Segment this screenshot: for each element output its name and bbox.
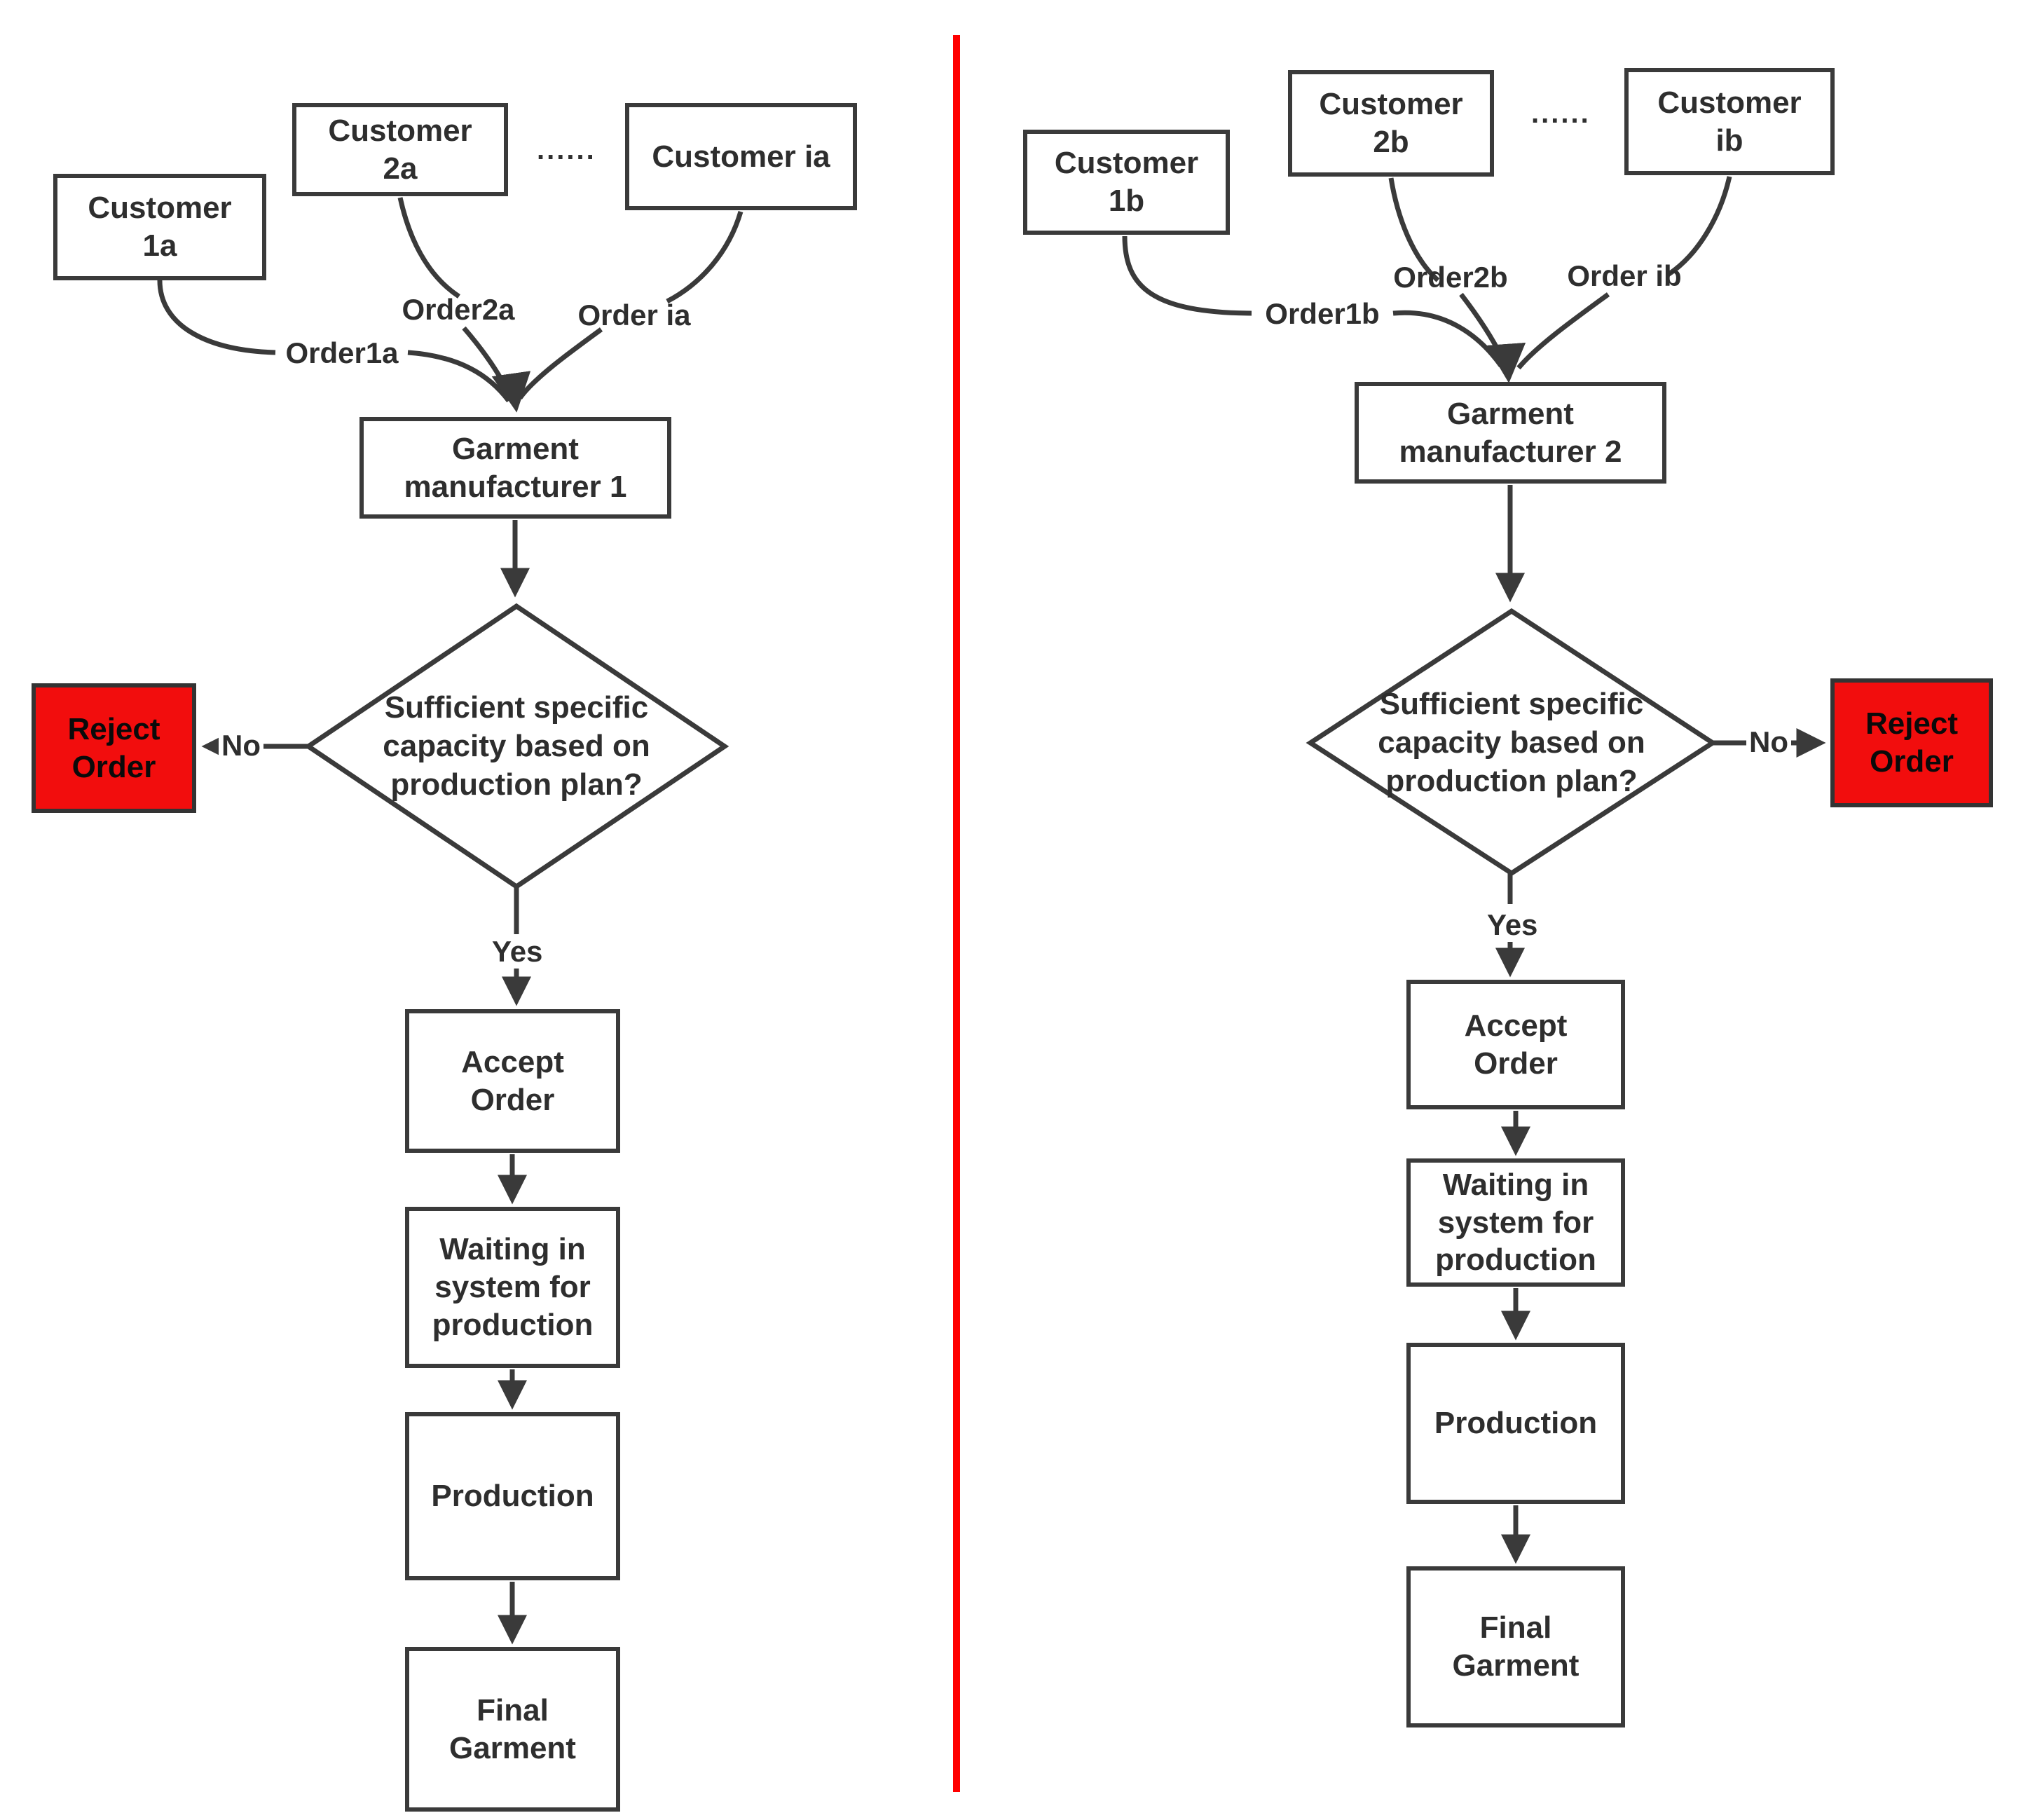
customer-ia-box: Customer ia — [625, 103, 857, 210]
order-1a-label: Order1a — [285, 336, 399, 369]
order-2b-label: Order2b — [1393, 261, 1508, 294]
manufacturer-2-box: Garment manufacturer 2 — [1355, 382, 1666, 484]
no-1-label: No — [219, 729, 263, 762]
production-2-box: Production — [1406, 1343, 1625, 1504]
manufacturer-1-box: Garment manufacturer 1 — [359, 417, 671, 519]
customer-ib-box: Customer ib — [1624, 68, 1835, 175]
curve-customeria-to-orderia — [666, 211, 744, 304]
curve-customer1b-to-order1b — [1122, 235, 1252, 316]
order-ib-label: Order ib — [1567, 259, 1682, 292]
waiting-1-box: Waiting in system for production — [405, 1207, 620, 1368]
customer-2b-box: Customer 2b — [1288, 70, 1494, 177]
waiting-2-box: Waiting in system for production — [1406, 1158, 1625, 1287]
customer-2a-box: Customer 2a — [292, 103, 508, 196]
divider-line — [953, 35, 960, 1792]
converge-arrow-right — [1486, 342, 1526, 383]
production-1-box: Production — [405, 1412, 620, 1580]
decision-2-text: Sufficient specific capacity based on pr… — [1378, 687, 1645, 798]
final-garment-1-box: Final Garment — [405, 1647, 620, 1812]
customer-1b-box: Customer 1b — [1023, 130, 1230, 235]
order-2a-label: Order2a — [402, 293, 515, 326]
curve-customer1a-to-order1a — [157, 280, 276, 355]
accept-order-1-box: Accept Order — [405, 1009, 620, 1153]
curve-customer2b-to-order2b — [1388, 177, 1440, 282]
no-2-label: No — [1746, 725, 1791, 759]
curve-order2a-to-converge — [462, 326, 515, 402]
order-1b-label: Order1b — [1265, 297, 1380, 330]
curve-customer2a-to-order2a — [397, 197, 460, 299]
curve-order1b-to-converge — [1392, 310, 1503, 368]
curve-order1a-to-converge — [407, 350, 511, 403]
ellipsis-a: ...... — [537, 135, 596, 165]
final-garment-2-box: Final Garment — [1406, 1566, 1625, 1727]
order-ia-label: Order ia — [577, 299, 691, 331]
reject-order-2-box: Reject Order — [1830, 678, 1993, 807]
curve-orderia-to-converge — [518, 327, 603, 400]
curve-customerib-to-orderib — [1666, 176, 1732, 277]
customer-1a-box: Customer 1a — [53, 174, 266, 280]
decision-1-text: Sufficient specific capacity based on pr… — [383, 690, 650, 802]
ellipsis-b: ...... — [1531, 98, 1591, 129]
curve-orderib-to-converge — [1516, 292, 1610, 370]
accept-order-2-box: Accept Order — [1406, 980, 1625, 1109]
reject-order-1-box: Reject Order — [32, 683, 196, 813]
yes-1-label: Yes — [489, 935, 546, 969]
converge-arrow-left — [491, 371, 531, 413]
yes-2-label: Yes — [1484, 908, 1541, 942]
